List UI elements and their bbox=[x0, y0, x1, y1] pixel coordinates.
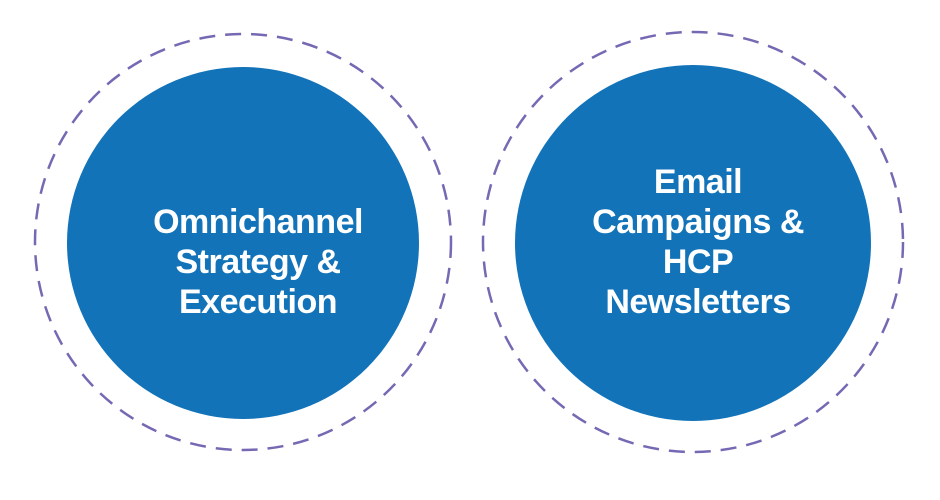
label-line: Strategy & bbox=[175, 243, 341, 281]
label-line: Email bbox=[653, 163, 743, 201]
right-filled-circle bbox=[515, 65, 871, 421]
label-line: Omnichannel bbox=[153, 203, 363, 241]
right-dashed-ring bbox=[481, 30, 905, 454]
label-line: Execution bbox=[179, 283, 337, 321]
left-circle-label: Omnichannel Strategy & Execution bbox=[98, 202, 418, 322]
left-filled-circle bbox=[67, 67, 419, 419]
label-line: Campaigns & bbox=[592, 203, 804, 241]
label-line: HCP bbox=[662, 243, 734, 281]
right-circle-label: Email Campaigns & HCP Newsletters bbox=[538, 162, 858, 322]
label-line: Newsletters bbox=[605, 283, 791, 321]
left-dashed-ring bbox=[33, 32, 453, 452]
